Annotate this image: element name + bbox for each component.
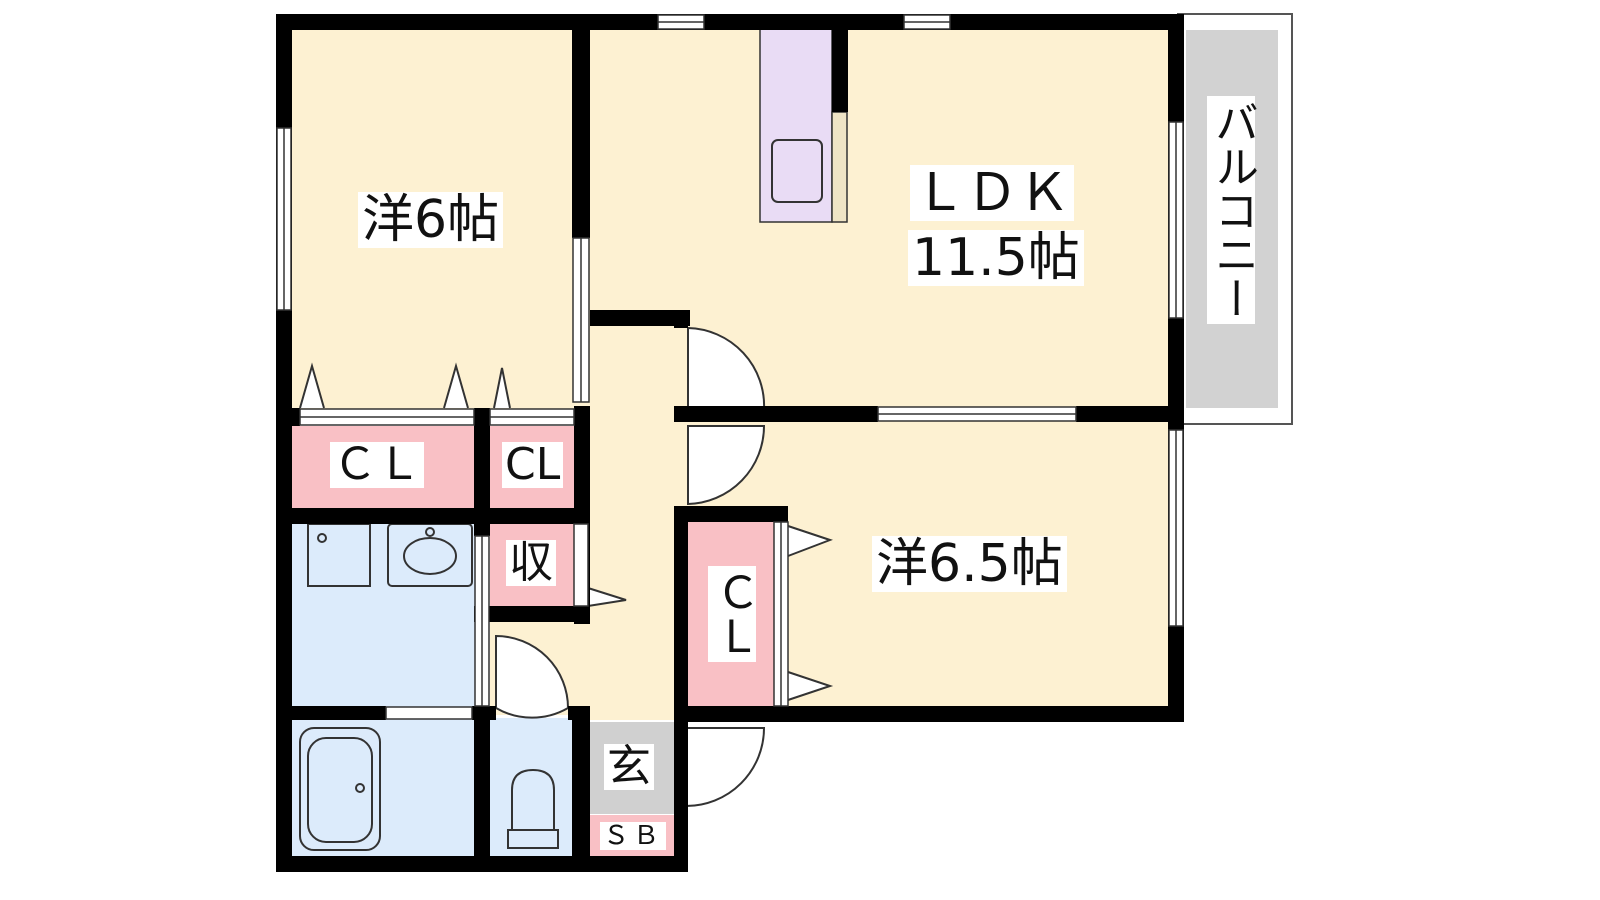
cl-top-small-label: CL — [502, 442, 564, 488]
wall-bath-toilet — [474, 706, 490, 872]
bathtub-drain — [355, 783, 365, 793]
windows — [276, 14, 1184, 720]
toilet-tank — [507, 829, 559, 849]
bath-door-track — [385, 706, 473, 720]
cl-arrow-2 — [443, 362, 469, 409]
wall-clv-left — [674, 506, 688, 716]
shoe-box-label: ＳＢ — [600, 822, 667, 850]
wet-areas — [292, 522, 674, 858]
wall-toilet-top — [568, 706, 590, 720]
cl-top-left-label: ＣＬ — [330, 442, 424, 488]
toilet-bowl — [511, 768, 555, 830]
ldk-label-line2: 11.5帖 — [908, 230, 1084, 286]
washbasin-bowl — [403, 537, 457, 575]
balcony-label: バルコニー — [1207, 96, 1258, 324]
wall-hall-top — [590, 310, 690, 326]
washroom-fill — [292, 522, 478, 707]
wall-clv-top — [674, 506, 788, 522]
wall-w6-right — [572, 26, 590, 238]
doors — [495, 326, 766, 808]
wall-hall-right — [674, 310, 688, 328]
entrance-label: 玄 — [604, 744, 654, 790]
wall-cl-divider — [474, 408, 490, 522]
wall-top — [276, 14, 1184, 30]
washroom-door — [495, 634, 570, 719]
cl-arrow-1 — [299, 362, 325, 409]
clv-arrow-1 — [787, 525, 833, 557]
toilet-fill — [490, 718, 575, 858]
wall-storage-bottom — [474, 606, 590, 622]
bathtub-inner — [307, 737, 373, 843]
cl-arrow-3 — [493, 367, 511, 409]
wall-cl-row-bottom — [276, 508, 590, 524]
wall-cl-row-top — [276, 408, 300, 426]
western-65-label: 洋6.5帖 — [872, 536, 1067, 592]
western65-door — [687, 425, 766, 506]
bathtub — [299, 727, 381, 851]
entrance-door — [685, 727, 766, 808]
wall-wash-right — [474, 522, 490, 536]
fixtures — [299, 523, 559, 851]
clv-arrow-2 — [787, 671, 834, 701]
wall-bath-top-1 — [276, 706, 386, 720]
sink-outline — [771, 139, 823, 203]
wall-ldk-bottom-2 — [1076, 406, 1184, 422]
storage-door — [573, 523, 589, 607]
bathroom-fill — [292, 718, 478, 858]
closet-door-marks — [299, 362, 834, 701]
cl-vertical-label: ＣＬ — [708, 566, 759, 662]
washbasin-tap — [425, 527, 435, 537]
wall-bottom-right — [674, 706, 1184, 722]
wall-kitchen-post — [832, 26, 848, 112]
wall-toilet-right — [572, 706, 590, 872]
western-6-label: 洋6帖 — [358, 192, 504, 248]
kitchen-side-strip — [831, 111, 848, 223]
wall-ldk-bottom-1 — [674, 406, 878, 422]
wm-drain — [317, 533, 327, 543]
storage-label: 収 — [506, 540, 556, 586]
ldk-label-line1: ＬＤＫ — [910, 165, 1075, 221]
storage-arrow — [587, 587, 627, 607]
wall-entrance-right — [674, 706, 688, 872]
